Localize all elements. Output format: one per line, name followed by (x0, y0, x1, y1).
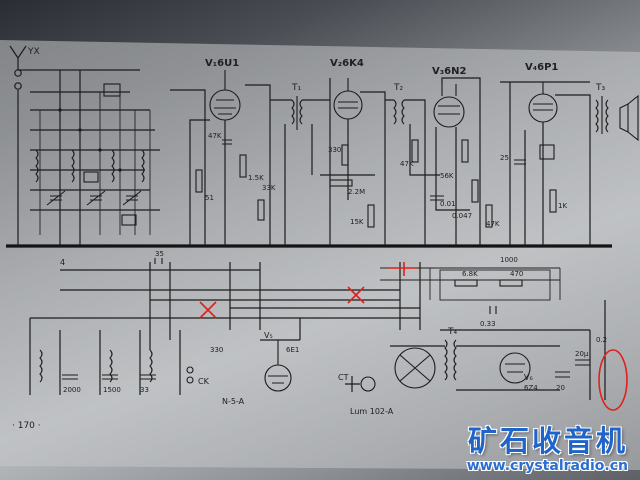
label-c-2000: 2000 (63, 386, 81, 394)
label-c-1000: 1000 (500, 256, 518, 264)
label-r-6k8: 6.8K (462, 270, 478, 278)
x-mark-right (347, 286, 365, 304)
label-c-33: 33 (140, 386, 149, 394)
transformer-t4-label: T₄ (447, 327, 457, 337)
label-r-47k-b: 47K (400, 160, 414, 168)
tube-v6-type: 6Z4 (524, 384, 538, 392)
label-c-330: 330 (210, 346, 223, 354)
label-c-35: 35 (155, 250, 164, 258)
label-c-25: 25 (500, 154, 509, 162)
transformer-t2: T₂ 47K (385, 83, 440, 246)
transformer-t1: T₁ (270, 83, 330, 246)
caption-left: N-5-A (222, 397, 245, 406)
transformer-t3-label: T₃ (595, 83, 605, 93)
oscillator-section: 2000 1500 33 CK 330 (29, 318, 223, 395)
label-c-02: 0.2 (596, 336, 607, 344)
label-r-33k: 33K (262, 184, 276, 192)
label-r-47k-a: 47K (208, 132, 222, 140)
label-r-330: 330 (328, 146, 341, 154)
tube-v3: V₃6N2 56K 0.01 47K (430, 66, 500, 246)
label-r-47k-c: 47K (486, 220, 500, 228)
label-r-51: 51 (205, 194, 214, 202)
tone-control-block: 6.8K 470 0.33 1000 0.047 25 (439, 154, 551, 328)
tube-v1-label: V₁6U1 (205, 58, 239, 69)
transformer-t2-label: T₂ (393, 83, 403, 93)
red-ellipse (598, 349, 628, 411)
label-plug-ct: CT (338, 373, 349, 382)
tube-v6-label: V₆ (524, 373, 533, 382)
label-c-470: 470 (510, 270, 523, 278)
watermark: 矿石收音机 www.crystalradio.cn (467, 418, 628, 474)
transformer-t1-label: T₁ (291, 83, 301, 93)
label-r-15k: 15K (350, 218, 364, 226)
label-r-1k: 1K (558, 202, 567, 210)
label-c-001: 0.01 (440, 200, 456, 208)
switch-wiring: 35 4 (30, 250, 561, 350)
label-r-2m2: 2.2M (348, 188, 365, 196)
label-c-20u: 20μ (575, 350, 589, 358)
rf-input-section (18, 69, 160, 246)
label-r-1k5: 1.5K (248, 174, 264, 182)
red-wire-mark (388, 262, 418, 276)
tube-v5-type: 6E1 (286, 346, 299, 354)
output-transformer: T₃ (595, 83, 639, 142)
watermark-title: 矿石收音机 (467, 424, 628, 458)
tube-v4-label: V₄6P1 (525, 62, 558, 73)
x-mark-left (199, 301, 217, 319)
label-sw-ck: CK (198, 377, 210, 386)
page-number: · 170 · (12, 421, 41, 431)
tube-v2: V₂6K4 330 2.2M 15K (320, 58, 386, 246)
label-cap-20: 20 (556, 384, 565, 392)
watermark-url: www.crystalradio.cn (466, 458, 628, 474)
power-supply: CT T₄ V₆ 6Z4 20 20μ 0.2 Lum 102-A (338, 300, 607, 416)
label-c-1500: 1500 (103, 386, 121, 394)
caption-right: Lum 102-A (350, 407, 394, 416)
label-c-033: 0.33 (480, 320, 496, 328)
label-r-56k: 56K (440, 172, 454, 180)
tube-v5-label: V₅ (264, 331, 273, 340)
tube-v3-label: V₃6N2 (432, 66, 466, 77)
tube-v5: V₅ 6E1 N-5-A (222, 318, 301, 406)
antenna-label: YX (27, 47, 40, 57)
switch-label-4: 4 (60, 258, 65, 267)
tube-v4: V₄6P1 1K (500, 62, 591, 246)
label-c-0047: 0.047 (452, 212, 472, 220)
tube-v2-label: V₂6K4 (330, 58, 364, 69)
tube-v1: V₁6U1 47K 51 1.5K 33K (170, 58, 276, 246)
